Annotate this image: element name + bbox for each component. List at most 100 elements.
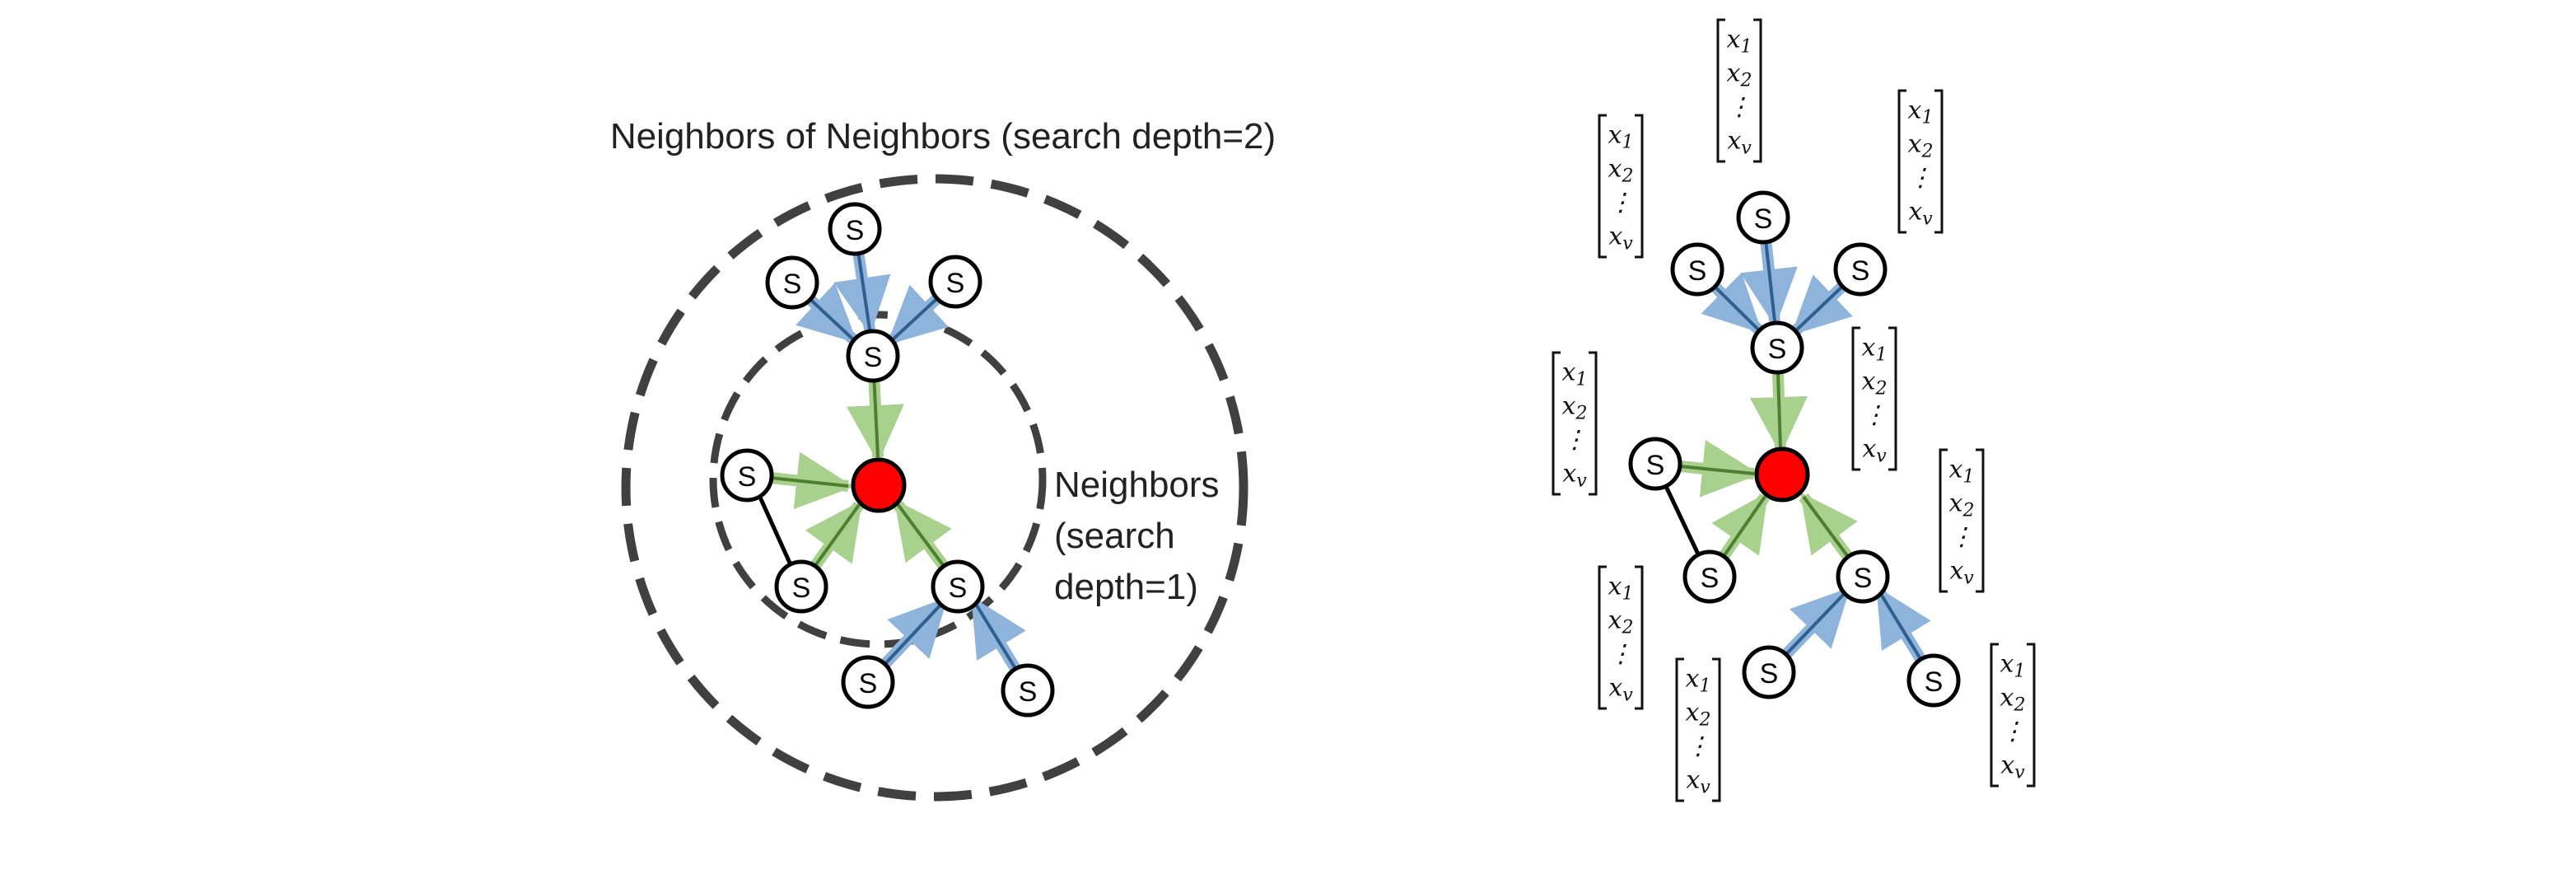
node-label: S	[1854, 563, 1873, 594]
node-s: S	[1742, 645, 1796, 699]
node-s: S	[931, 559, 985, 614]
left-panel: Neighbors of Neighbors (search depth=2) …	[610, 116, 1276, 802]
node-s: S	[1833, 242, 1888, 297]
node-label: S	[946, 268, 965, 299]
node-label: S	[1760, 658, 1779, 690]
vector-entry: ⋮	[1862, 401, 1887, 430]
matrix-bracket	[1598, 565, 1607, 710]
outer-circle-label: Neighbors of Neighbors (search depth=2)	[610, 116, 1276, 157]
vector-entry: x2	[1949, 489, 1975, 521]
matrix-bracket	[1851, 326, 1860, 471]
vector-entry: x2	[2000, 684, 2026, 716]
matrix-bracket	[1888, 326, 1897, 471]
node-s: S	[1836, 549, 1890, 604]
node-s: S	[774, 559, 828, 614]
node-label: S	[1754, 203, 1773, 235]
node-s: S	[1736, 190, 1790, 245]
matrix-bracket	[1552, 351, 1561, 496]
node-label: S	[1688, 255, 1707, 287]
node-label: S	[1851, 255, 1870, 287]
matrix-bracket	[1635, 114, 1644, 259]
node-label: S	[1925, 666, 1944, 698]
matrix-bracket	[1675, 657, 1684, 802]
left-nodes: S S S S S S S S S	[720, 202, 1055, 718]
vector-entry: ⋮	[1908, 164, 1933, 193]
vector-entry: x1	[1608, 573, 1634, 605]
vector-entry: ⋮	[1562, 426, 1587, 455]
vector-entry: ⋮	[1608, 189, 1633, 217]
node-s: S	[841, 655, 895, 709]
vector-entry: x2	[1908, 130, 1934, 162]
right-nodes: S S S S S S S S S	[1628, 190, 1961, 708]
vector-entry: x1	[1608, 121, 1634, 153]
node-s: S	[928, 255, 982, 309]
node-label: S	[792, 573, 811, 604]
inner-label-line-3: depth=1)	[1054, 567, 1198, 607]
vector-entry: xv	[1949, 557, 1974, 589]
outer-dashed-circle	[621, 174, 1248, 802]
inner-label-line-2: (search	[1054, 516, 1175, 556]
matrix-bracket	[1934, 89, 1944, 234]
node-label: S	[846, 215, 865, 246]
vector-entry: x1	[1562, 358, 1588, 390]
node-s: S	[765, 255, 819, 310]
node-s: S	[1750, 320, 1804, 375]
node-label: S	[1646, 450, 1665, 481]
node-label: S	[1019, 676, 1038, 708]
vector-entry: xv	[1562, 460, 1587, 492]
target-node	[1754, 446, 1810, 503]
vector-entry: ⋮	[1949, 523, 1974, 552]
vector-entry: ⋮	[1686, 732, 1710, 761]
vector-entry: ⋮	[1608, 640, 1633, 669]
matrix-bracket	[1753, 18, 1762, 163]
node-label: S	[864, 342, 883, 373]
matrix-bracket	[1589, 351, 1598, 496]
vector-entry: xv	[1862, 435, 1887, 467]
matrix-bracket	[1939, 448, 1948, 593]
node-s: S	[1628, 437, 1682, 491]
node-label: S	[859, 668, 878, 699]
node-s: S	[846, 329, 900, 383]
node-label: S	[738, 461, 757, 493]
node-label: S	[1768, 334, 1787, 365]
vector-entry: x2	[1608, 155, 1634, 187]
inner-label-line-1: Neighbors	[1054, 465, 1220, 505]
matrix-bracket	[1712, 657, 1721, 802]
node-label: S	[949, 573, 968, 604]
vector-entry: x2	[1608, 606, 1634, 638]
node-label: S	[1701, 563, 1720, 594]
matrix-bracket	[2027, 643, 2036, 788]
vector-entry: x1	[1727, 26, 1752, 58]
matrix-bracket	[1716, 18, 1725, 163]
vector-entry: ⋮	[2000, 718, 2025, 746]
node-s: S	[720, 448, 774, 503]
vector-entry: xv	[1686, 766, 1710, 798]
node-s: S	[1670, 242, 1724, 297]
matrix-bracket	[1598, 114, 1607, 259]
vector-entry: x2	[1686, 699, 1711, 731]
node-s: S	[1906, 653, 1961, 708]
node-s: S	[1001, 663, 1055, 718]
vector-entry: x2	[1727, 59, 1752, 91]
vector-entry: x1	[2000, 650, 2026, 682]
vector-entry: xv	[1608, 222, 1633, 255]
matrix-bracket	[1635, 565, 1644, 710]
vector-entry: x2	[1562, 392, 1588, 424]
vector-entry: x1	[1949, 456, 1975, 488]
vector-entry: xv	[2000, 751, 2025, 783]
vector-entry: x1	[1862, 334, 1888, 366]
vector-entry: x1	[1908, 96, 1934, 129]
vector-entry: x2	[1862, 367, 1888, 400]
matrix-bracket	[1976, 448, 1985, 593]
inner-circle-label: Neighbors (search depth=1)	[1054, 465, 1230, 607]
